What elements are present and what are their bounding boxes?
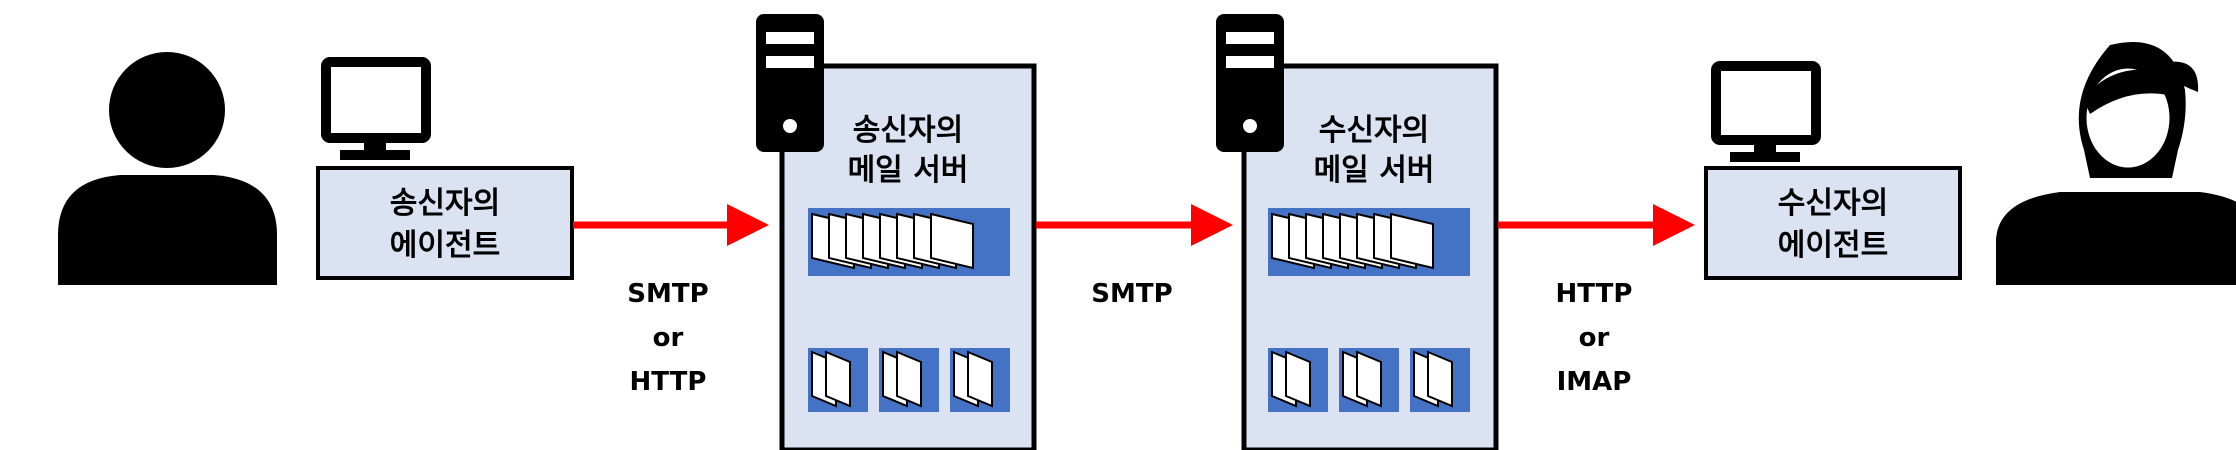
receiver-woman-icon [1996, 42, 2236, 285]
receiver-mail-server-box: 수신자의 메일 서버 [1241, 63, 1499, 450]
sender-agent-label-2: 에이전트 [390, 228, 500, 263]
protocol-1-line-3: HTTP [630, 367, 707, 397]
receiver-server-label-2: 메일 서버 [1314, 153, 1435, 188]
receiver-monitor-icon [1711, 61, 1821, 162]
message-page-icon [1390, 212, 1434, 270]
receiver-agent-label-1: 수신자의 [1778, 186, 1888, 221]
message-page-icon [825, 350, 851, 408]
sender-mailboxes [808, 348, 1010, 412]
protocol-3-line-1: HTTP [1556, 279, 1633, 309]
sender-message-queue [808, 208, 1010, 276]
sender-server-tower-icon [756, 14, 824, 152]
receiver-server-tower-icon [1216, 14, 1284, 152]
sender-agent-label-1: 송신자의 [390, 186, 500, 221]
message-page-icon [896, 350, 922, 408]
sender-monitor-icon [321, 57, 431, 160]
receiver-message-queue [1268, 208, 1470, 276]
protocol-1-line-2: or [653, 323, 684, 353]
message-page-icon [967, 350, 993, 408]
receiver-agent-label-2: 에이전트 [1778, 228, 1888, 263]
receiver-agent-box: 수신자의 에이전트 [1704, 166, 1962, 280]
protocol-3-line-2: or [1579, 323, 1610, 353]
protocol-1-line-1: SMTP [627, 279, 708, 309]
protocol-3-line-3: IMAP [1557, 367, 1632, 397]
message-page-icon [1356, 350, 1382, 408]
sender-server-label-1: 송신자의 [853, 113, 963, 148]
receiver-mailboxes [1268, 348, 1470, 412]
message-page-icon [1427, 350, 1453, 408]
message-page-icon [930, 212, 974, 270]
sender-agent-box: 송신자의 에이전트 [316, 166, 574, 280]
sender-server-label-2: 메일 서버 [848, 153, 969, 188]
receiver-server-label-1: 수신자의 [1319, 113, 1429, 148]
message-page-icon [1285, 350, 1311, 408]
protocol-2-line-1: SMTP [1091, 279, 1172, 309]
sender-person-icon [58, 52, 277, 285]
